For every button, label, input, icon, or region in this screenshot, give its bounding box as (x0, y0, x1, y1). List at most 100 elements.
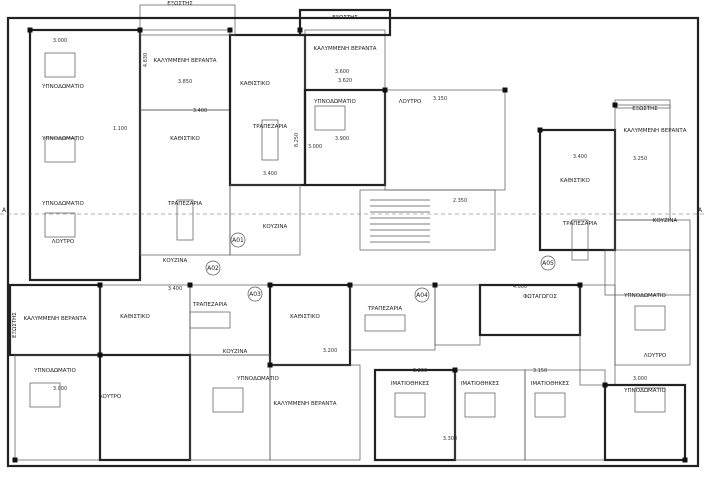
dining-table (261, 119, 279, 161)
dimension-label: 3.000 (633, 376, 647, 382)
column (577, 282, 583, 288)
bathroom-label: ΛΟΥΤΡΟ (99, 394, 122, 400)
dimension-label: 3.200 (413, 368, 427, 374)
room-outline (298, 8, 392, 37)
dimension-label: 8.250 (294, 133, 300, 147)
apartment-tag: A04 (416, 292, 428, 299)
dimension-label: 3.300 (443, 436, 457, 442)
dining-room-label: ΤΡΑΠΕΖΑΡΙΑ (167, 201, 203, 207)
dining-table (176, 199, 194, 241)
bed (44, 137, 76, 163)
column (347, 282, 353, 288)
bedroom-label: ΥΠΝΟΔΩΜΑΤΙΟ (41, 201, 84, 207)
building-outline (6, 16, 700, 468)
bedroom-label: ΥΠΝΟΔΩΜΑΤΙΟ (236, 376, 279, 382)
dimension-label: 3.200 (323, 348, 337, 354)
column (267, 282, 273, 288)
column (267, 362, 273, 368)
bedroom-label: ΥΠΝΟΔΩΜΑΤΙΟ (623, 293, 666, 299)
room-outline (614, 104, 671, 221)
column (612, 102, 618, 108)
room-outline (538, 128, 617, 252)
balcony-label: ΕΞΩΣΤΗΣ (167, 1, 193, 7)
column (227, 27, 233, 33)
dimension-label: 3.000 (53, 38, 67, 44)
covered-veranda-label: ΚΑΛΥΜΜΕΝΗ ΒΕΡΑΝΤΑ (273, 401, 336, 407)
covered-veranda-label: ΚΑΛΥΜΜΕΝΗ ΒΕΡΑΝΤΑ (313, 46, 376, 52)
column (97, 282, 103, 288)
living-room-label: ΚΑΘΙΣΤΙΚΟ (560, 178, 590, 184)
room-labels: ΥΠΝΟΔΩΜΑΤΙΟ ΥΠΝΟΔΩΜΑΤΙΟ ΥΠΝΟΔΩΜΑΤΙΟ ΥΠΝΟΔΩΜ… (12, 1, 687, 407)
apartment-tag: A05 (542, 260, 554, 267)
column (137, 27, 143, 33)
dimension-label: 3.400 (168, 286, 182, 292)
living-room-label: ΚΑΘΙΣΤΙΚΟ (240, 81, 270, 87)
room-outline (139, 29, 231, 111)
dining-room-label: ΤΡΑΠΕΖΑΡΙΑ (562, 221, 598, 227)
apartment-tag-circle (205, 260, 221, 276)
apartment-tag-circle (540, 255, 556, 271)
dimension-label: 3.600 (335, 69, 349, 75)
dimension-label: 3.250 (633, 156, 647, 162)
dining-table (364, 314, 406, 332)
room-outline (98, 353, 192, 462)
section-marker-left: A (2, 207, 7, 214)
bed (464, 392, 496, 418)
covered-veranda-label: ΚΑΛΥΜΜΕΝΗ ΒΕΡΑΝΤΑ (23, 316, 86, 322)
room-outline (603, 383, 687, 462)
room-outline (359, 189, 496, 251)
dimension-label: 3.850 (178, 79, 192, 85)
apartment-tag: A03 (249, 291, 261, 298)
dimension-label: 3.400 (263, 171, 277, 177)
dimension-label: 4.000 (513, 284, 527, 290)
room-outline (268, 283, 352, 367)
balcony-label: ΕΞΩΣΤΗΣ (12, 312, 18, 338)
wardrobes-label: ΙΜΑΤΙΟΘΗΚΕΣ (391, 381, 430, 387)
room-outline (229, 184, 301, 256)
dining-room-label: ΤΡΑΠΕΖΑΡΙΑ (252, 124, 288, 130)
column (382, 87, 388, 93)
room-outline (228, 33, 307, 187)
dimension-label: 4.830 (143, 53, 149, 67)
kitchen-label: ΚΟΥΖΙΝΑ (653, 218, 678, 224)
dining-room-label: ΤΡΑΠΕΖΑΡΙΑ (192, 302, 228, 308)
dimension-label: 3.000 (53, 386, 67, 392)
bed (212, 387, 244, 413)
dimension-label: 3.900 (335, 136, 349, 142)
apartment-tag-circle (230, 232, 246, 248)
dimension-label: 2.350 (453, 198, 467, 204)
dimension-label: 3.400 (573, 154, 587, 160)
wardrobes-label: ΙΜΑΤΙΟΘΗΚΕΣ (531, 381, 570, 387)
balcony-label: ΕΞΩΣΤΗΣ (632, 106, 658, 112)
column (502, 87, 508, 93)
bedroom-label: ΥΠΝΟΔΩΜΑΤΙΟ (41, 84, 84, 90)
room-outline (139, 4, 236, 36)
dimension-label: 1.100 (113, 126, 127, 132)
column (297, 27, 303, 33)
lightwell-label: ΦΩΤΑΓΩΓΟΣ (523, 294, 557, 300)
kitchen-label: ΚΟΥΖΙΝΑ (163, 258, 188, 264)
column (27, 27, 33, 33)
living-room-label: ΚΑΘΙΣΤΙΚΟ (170, 136, 200, 142)
dimension-label: 3.620 (338, 78, 352, 84)
bathroom-label: ΛΟΥΤΡΟ (52, 239, 75, 245)
bathroom-label: ΛΟΥΤΡΟ (644, 353, 667, 359)
column (187, 282, 193, 288)
bathroom-label: ΛΟΥΤΡΟ (399, 99, 422, 105)
room-outline (478, 283, 582, 337)
wardrobes-label: ΙΜΑΤΙΟΘΗΚΕΣ (461, 381, 500, 387)
dimension-label: 3.400 (193, 108, 207, 114)
room-outline (99, 284, 191, 356)
column (682, 457, 688, 463)
bed (44, 52, 76, 78)
room-outline (604, 249, 691, 296)
bed (44, 212, 76, 238)
dining-room-label: ΤΡΑΠΕΖΑΡΙΑ (367, 306, 403, 312)
dimension-label: 3.150 (433, 96, 447, 102)
room-outline (384, 89, 506, 191)
apartment-tag-circle (414, 287, 430, 303)
bed (534, 392, 566, 418)
room-outline (28, 28, 142, 282)
